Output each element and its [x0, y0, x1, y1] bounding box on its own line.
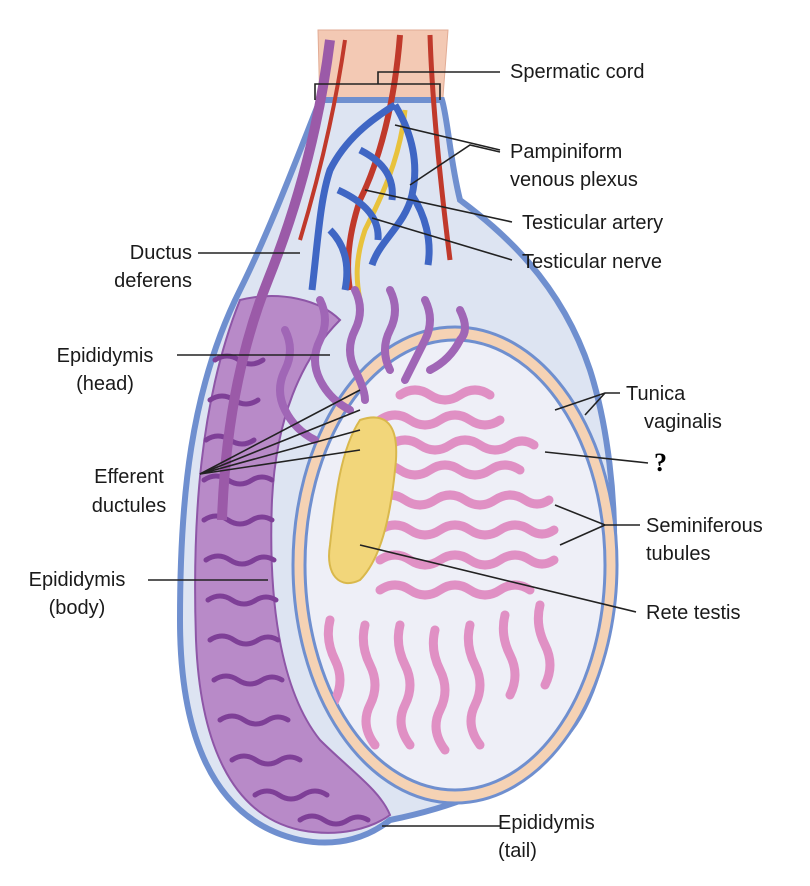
label-epididymis-body-line2: (body)	[12, 596, 142, 620]
label-ductus-line2: deferens	[96, 269, 192, 293]
label-rete-testis: Rete testis	[646, 601, 740, 625]
label-testicular-nerve: Testicular nerve	[522, 250, 662, 274]
label-epididymis-body-line1: Epididymis	[12, 568, 142, 592]
label-efferent-line1: Efferent	[64, 465, 194, 489]
label-spermatic-cord: Spermatic cord	[510, 60, 645, 84]
label-seminiferous-line2: tubules	[646, 542, 711, 566]
label-testicular-artery: Testicular artery	[522, 211, 663, 235]
label-tunica-line1: Tunica	[626, 382, 685, 406]
label-pampiniform-line2: venous plexus	[510, 168, 638, 192]
label-epididymis-tail-line1: Epididymis	[498, 811, 595, 835]
label-pampiniform-line1: Pampiniform	[510, 140, 622, 164]
unknown-label-question-mark: ?	[654, 448, 667, 478]
label-ductus-line1: Ductus	[96, 241, 192, 265]
label-seminiferous-line1: Seminiferous	[646, 514, 763, 538]
label-efferent-line2: ductules	[64, 494, 194, 518]
label-epididymis-head-line1: Epididymis	[40, 344, 170, 368]
label-tunica-line2: vaginalis	[644, 410, 722, 434]
label-epididymis-head-line2: (head)	[40, 372, 170, 396]
label-epididymis-tail-line2: (tail)	[498, 839, 537, 863]
